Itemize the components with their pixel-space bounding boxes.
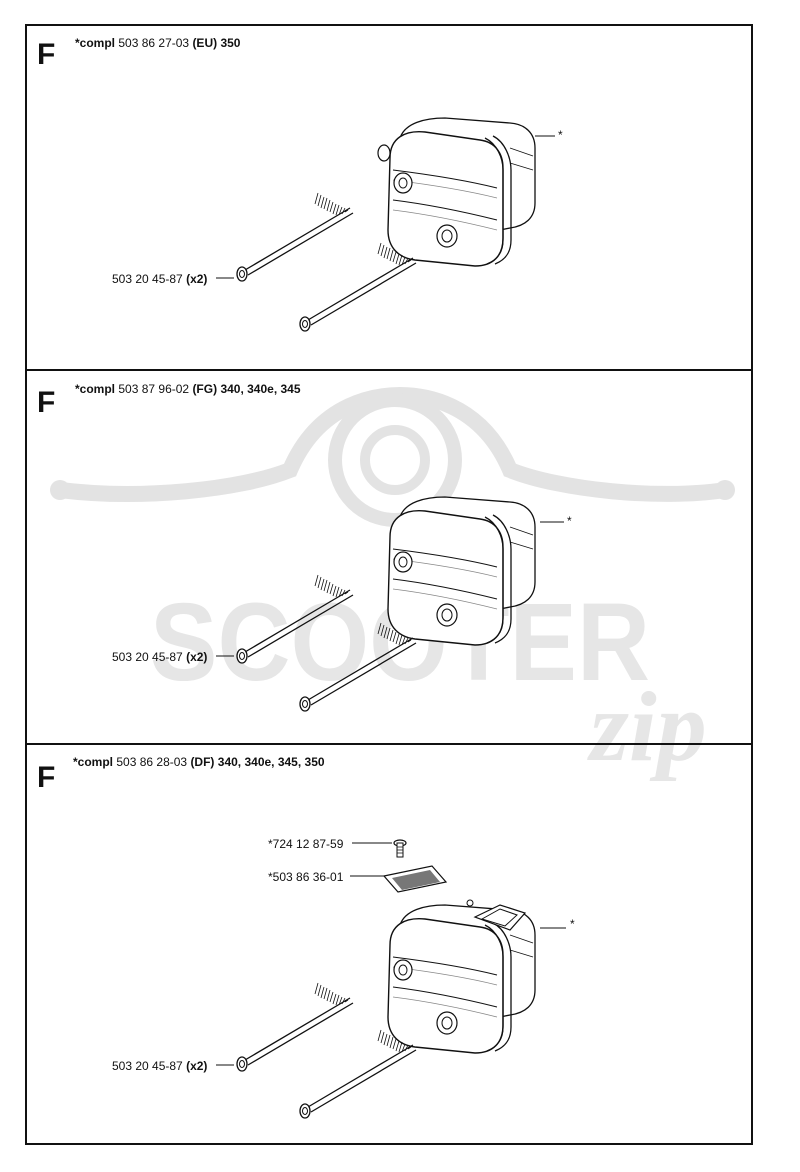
screen-label: *503 86 36-01 [268, 870, 344, 884]
panel-title: *compl 503 86 27-03 (EU) 350 [75, 36, 241, 50]
watermark-script: zip [587, 671, 707, 782]
assembly-marker: * [570, 917, 575, 931]
panel-divider [25, 369, 753, 371]
screen-part [382, 865, 448, 893]
screw-part [393, 839, 407, 858]
muffler-bolt [299, 1029, 417, 1119]
panel-title: *compl 503 87 96-02 (FG) 340, 340e, 345 [75, 382, 301, 396]
bolt-label: 503 20 45-87 (x2) [112, 650, 208, 664]
section-letter: F [37, 761, 56, 794]
screw-label: *724 12 87-59 [268, 837, 344, 851]
muffler-assembly [387, 899, 536, 1054]
assembly-marker: * [558, 128, 563, 142]
bolt-label: 503 20 45-87 (x2) [112, 272, 208, 286]
diagram-frame [25, 24, 753, 1145]
muffler-assembly [377, 117, 536, 267]
panel-title: *compl 503 86 28-03 (DF) 340, 340e, 345,… [73, 755, 325, 769]
section-letter: F [37, 38, 56, 71]
bolt-label: 503 20 45-87 (x2) [112, 1059, 208, 1073]
panel-divider [25, 743, 753, 745]
section-letter: F [37, 386, 56, 419]
muffler-bolt [236, 982, 354, 1072]
assembly-marker: * [567, 514, 572, 528]
